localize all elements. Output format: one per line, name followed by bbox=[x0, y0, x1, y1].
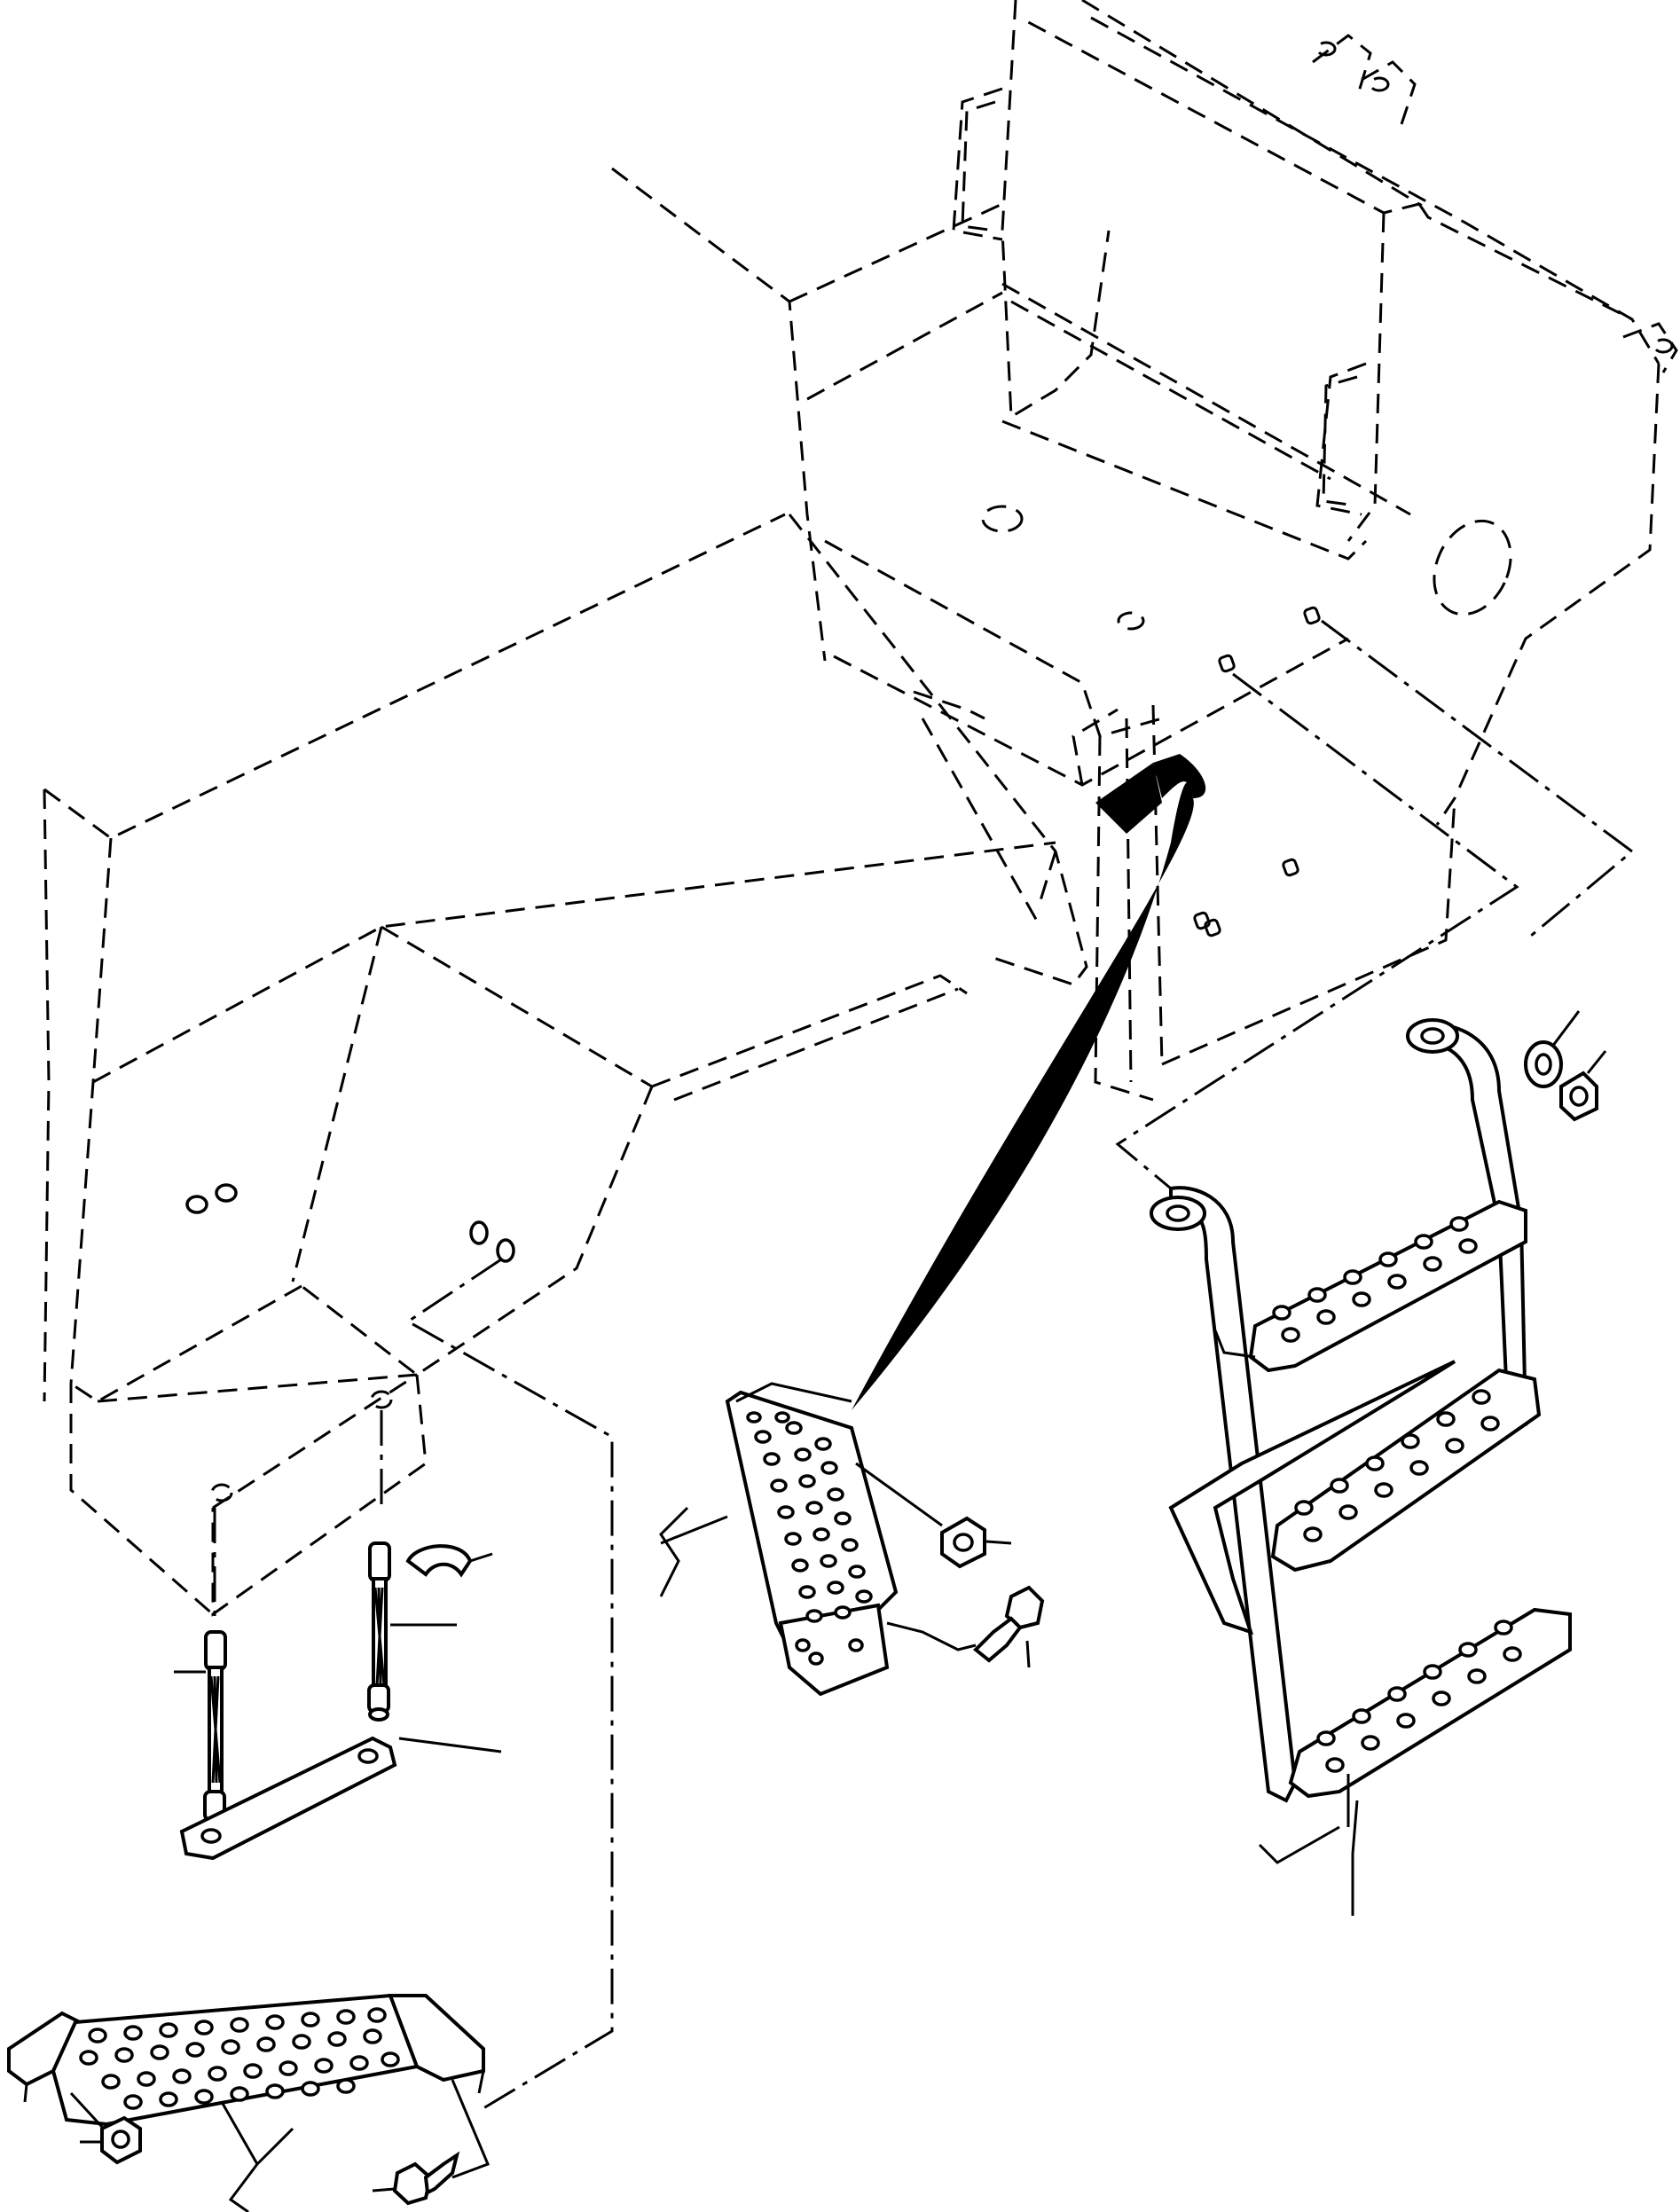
link-bar bbox=[179, 1736, 502, 1861]
machine-frame-outline bbox=[43, 0, 1678, 2113]
boarding-ladder bbox=[1150, 1018, 1572, 1916]
hex-bolt-icon bbox=[886, 1585, 1045, 1668]
curved-pointer-arrow bbox=[852, 754, 1206, 1410]
lock-nut-icon bbox=[1559, 1050, 1607, 1122]
frame-pins bbox=[1193, 606, 1321, 937]
lock-nut-icon bbox=[855, 1462, 1012, 1569]
fixed-cable bbox=[367, 1541, 457, 1722]
lower-step-holes bbox=[79, 2007, 400, 2110]
side-step-holes bbox=[746, 1411, 873, 1666]
fixed-cable bbox=[174, 1630, 227, 1830]
hex-bolt-icon bbox=[372, 2079, 490, 2206]
lock-nut-icon bbox=[69, 2091, 142, 2165]
ladder-step-holes bbox=[1272, 1216, 1522, 1773]
side-step-plate bbox=[725, 1382, 899, 1697]
lower-step-leader-bracket bbox=[220, 2101, 294, 2212]
side-step-leader bbox=[660, 1515, 728, 1545]
washer-icon bbox=[1524, 1010, 1581, 1088]
lower-step-plate bbox=[7, 1993, 485, 2127]
side-step-leader-bracket bbox=[659, 1506, 689, 1597]
retaining-clip-icon bbox=[405, 1544, 493, 1578]
